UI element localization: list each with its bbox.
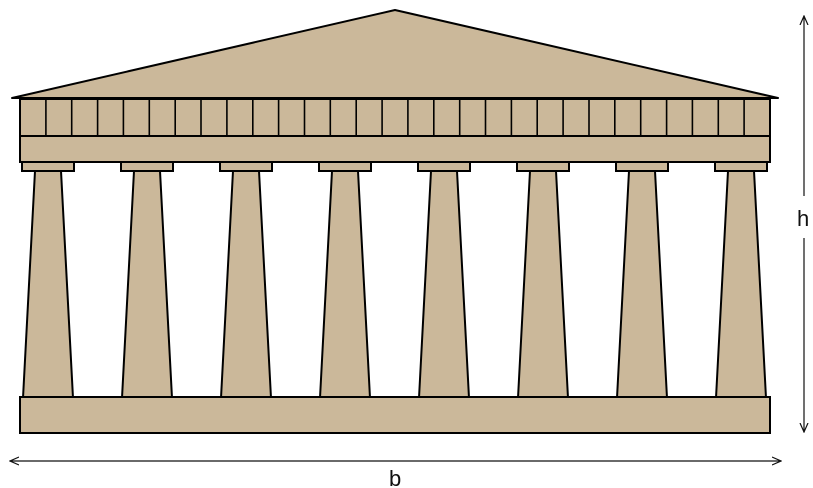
column-shaft: [418, 170, 470, 399]
frieze: [19, 98, 771, 137]
column-capital: [219, 161, 273, 172]
height-dimension: h: [797, 16, 809, 432]
column: [120, 161, 174, 399]
column-shaft: [319, 170, 371, 399]
column-capital: [417, 161, 471, 172]
column-capital: [516, 161, 570, 172]
width-label: b: [389, 466, 401, 488]
column: [417, 161, 471, 399]
height-label: h: [797, 206, 809, 231]
column: [516, 161, 570, 399]
width-dimension: b: [10, 461, 781, 488]
column-shaft: [517, 170, 569, 399]
stylobate: [19, 396, 771, 434]
column-group: [21, 161, 768, 399]
column-capital: [615, 161, 669, 172]
column: [318, 161, 372, 399]
dentil-group: [45, 99, 745, 136]
column-shaft: [220, 170, 272, 399]
column: [21, 161, 75, 399]
column: [219, 161, 273, 399]
column-shaft: [715, 170, 767, 399]
column-shaft: [616, 170, 668, 399]
column-capital: [120, 161, 174, 172]
column-capital: [21, 161, 75, 172]
column-capital: [714, 161, 768, 172]
column-shaft: [121, 170, 173, 399]
column-capital: [318, 161, 372, 172]
column-shaft: [22, 170, 74, 399]
column: [615, 161, 669, 399]
pediment: [11, 9, 779, 99]
column: [714, 161, 768, 399]
architrave: [19, 135, 771, 163]
